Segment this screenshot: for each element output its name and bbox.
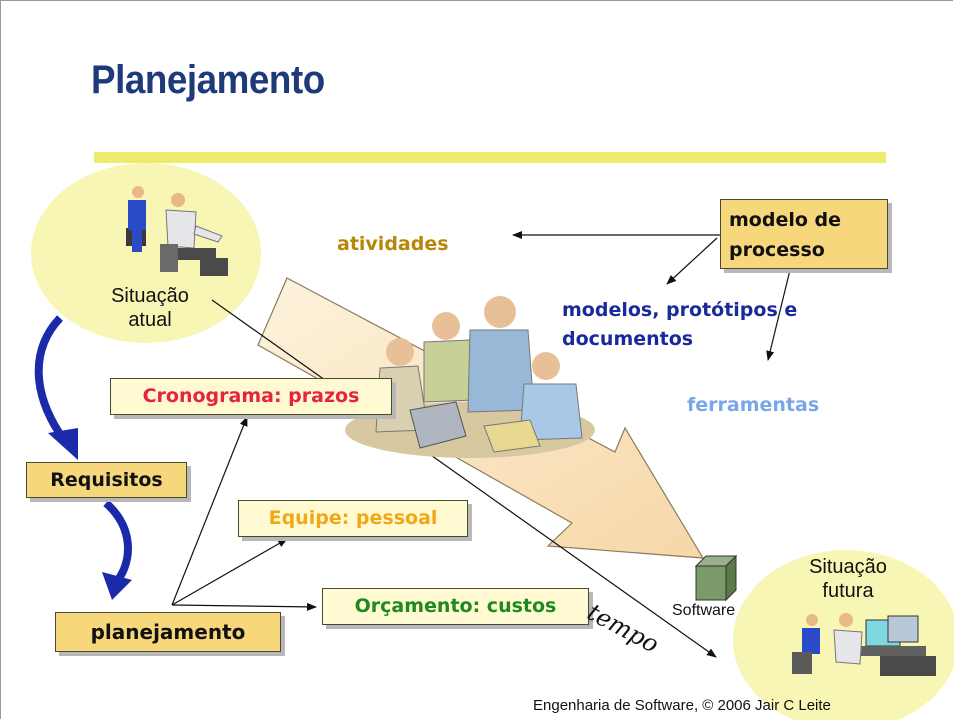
arrow-to-models (666, 237, 718, 285)
future-state-label: Situação futura (809, 556, 887, 602)
arrow-to-team (171, 538, 288, 606)
arrow-to-tools (766, 269, 791, 361)
planning-box: planejamento (55, 612, 281, 652)
software-label: Software (672, 602, 736, 619)
flow-arrow-to-planning (103, 500, 132, 583)
slide-footer: Engenharia de Software, © 2006 Jair C Le… (533, 697, 831, 714)
arrow-to-schedule (171, 416, 248, 606)
activities-label: atividades (337, 233, 449, 255)
time-line (211, 299, 717, 658)
people-at-desk-icon (126, 186, 228, 276)
schedule-box: Cronograma: prazos (110, 378, 392, 415)
future-workstation-icon (792, 613, 936, 676)
software-box-icon (694, 554, 738, 602)
models-label: modelos, protótipos e documentos (562, 299, 798, 350)
slide-title: Planejamento (91, 58, 325, 102)
tools-label: ferramentas (687, 394, 820, 416)
current-state-ellipse (31, 163, 261, 343)
flow-arrowhead-planning (102, 572, 132, 600)
team-box: Equipe: pessoal (238, 500, 468, 537)
meeting-team-icon (345, 296, 595, 458)
flow-arrowhead-requirements (48, 428, 78, 460)
requirements-box: Requisitos (26, 462, 187, 498)
process-model-box: modelo de processo (720, 199, 888, 269)
current-state-label: Situação atual (111, 285, 189, 331)
flow-arrow-to-requirements (34, 315, 68, 443)
title-underline (94, 152, 886, 163)
arrow-to-budget (171, 602, 317, 611)
budget-box: Orçamento: custos (322, 588, 589, 625)
